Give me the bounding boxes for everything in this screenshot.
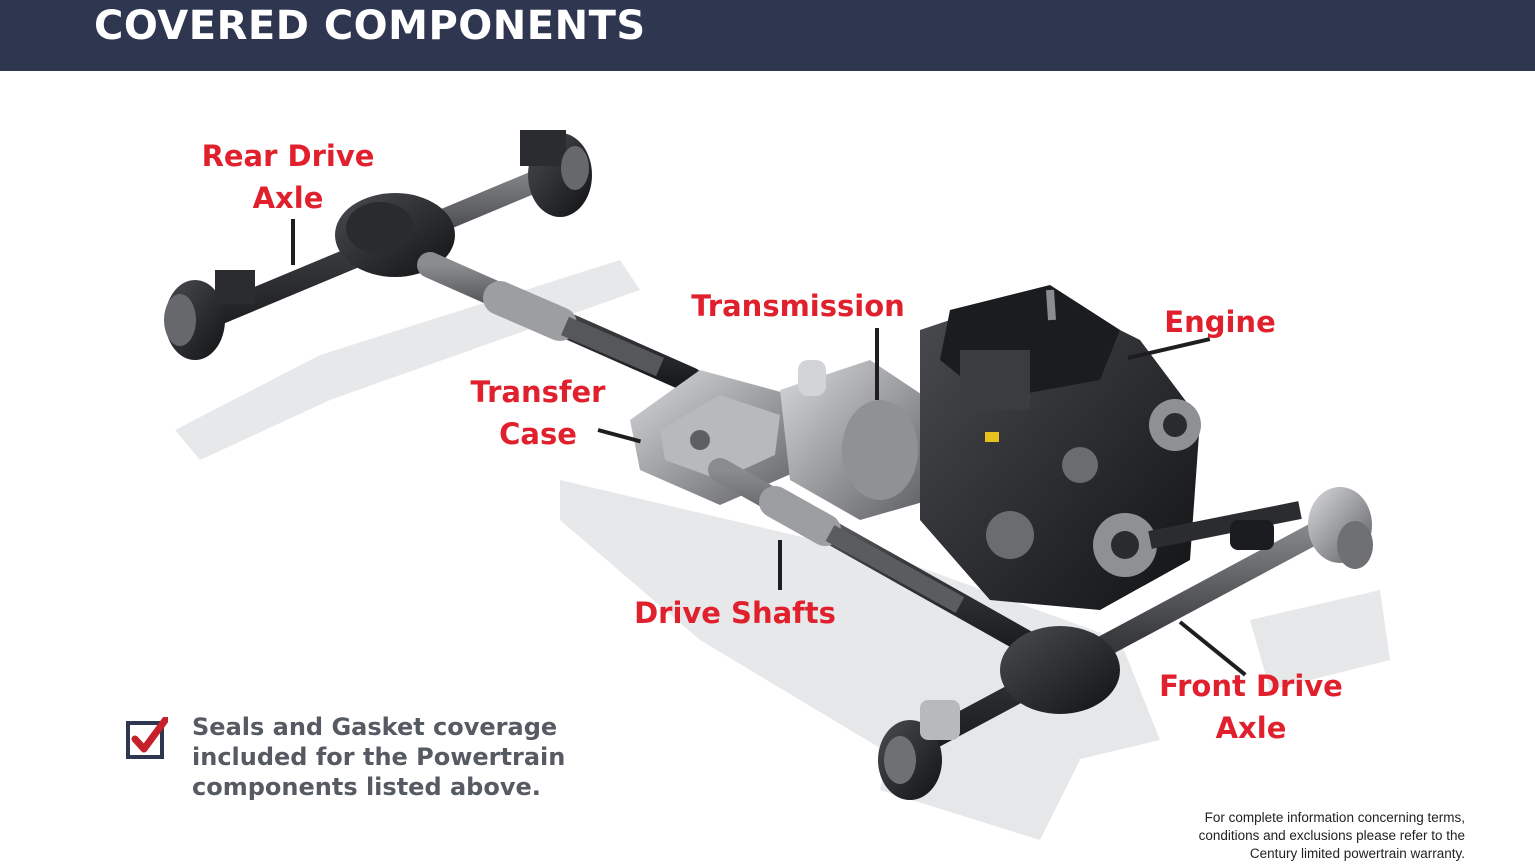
rear-drive-axle-line-1: Rear Drive: [201, 139, 375, 173]
transfer-case-label: Transfer Case: [466, 371, 610, 455]
drive-shafts-leader: [778, 540, 782, 590]
note-line-3: components listed above.: [192, 773, 541, 801]
note-line-1: Seals and Gasket coverage: [192, 713, 558, 741]
transfer-case-line-1: Transfer: [470, 375, 606, 409]
rear-left-hub: [164, 270, 255, 360]
note-line-2: included for the Powertrain: [192, 743, 566, 771]
rear-drive-shaft: [417, 252, 703, 393]
footnote-line-1: For complete information concerning term…: [1204, 810, 1465, 825]
front-drive-shaft: [708, 458, 1052, 662]
footnote-line-3: Century limited powertrain warranty.: [1249, 846, 1465, 861]
front-axle: [878, 487, 1373, 800]
seals-gasket-note: Seals and Gasket coverage included for t…: [192, 712, 612, 802]
rear-axle: [164, 130, 592, 360]
front-left-hub: [878, 700, 960, 800]
front-drive-axle-line-2: Axle: [1215, 711, 1287, 745]
transmission-leader: [875, 328, 879, 400]
front-right-hub: [1230, 487, 1373, 569]
rear-drive-axle-line-2: Axle: [252, 181, 324, 215]
transmission-label: Transmission: [691, 289, 905, 323]
rear-axle-leader: [291, 219, 295, 265]
footnote-line-2: conditions and exclusions please refer t…: [1198, 828, 1465, 843]
drive-shafts-label: Drive Shafts: [634, 596, 836, 630]
engine: [920, 285, 1201, 610]
warranty-footnote: For complete information concerning term…: [1145, 809, 1465, 863]
front-drive-axle-label: Front Drive Axle: [1156, 665, 1346, 749]
transmission: [780, 360, 930, 520]
transfer-case: [630, 370, 810, 505]
front-drive-axle-line-1: Front Drive: [1159, 669, 1343, 703]
transfer-case-line-2: Case: [499, 417, 577, 451]
header-bar: COVERED COMPONENTS: [0, 0, 1535, 71]
drivetrain-illustration: [164, 130, 1390, 840]
page-title: COVERED COMPONENTS: [94, 3, 646, 49]
rear-right-hub: [520, 130, 592, 217]
engine-label: Engine: [1164, 305, 1276, 339]
rear-drive-axle-label: Rear Drive Axle: [200, 135, 376, 219]
checkbox-checked-icon: [126, 717, 168, 759]
